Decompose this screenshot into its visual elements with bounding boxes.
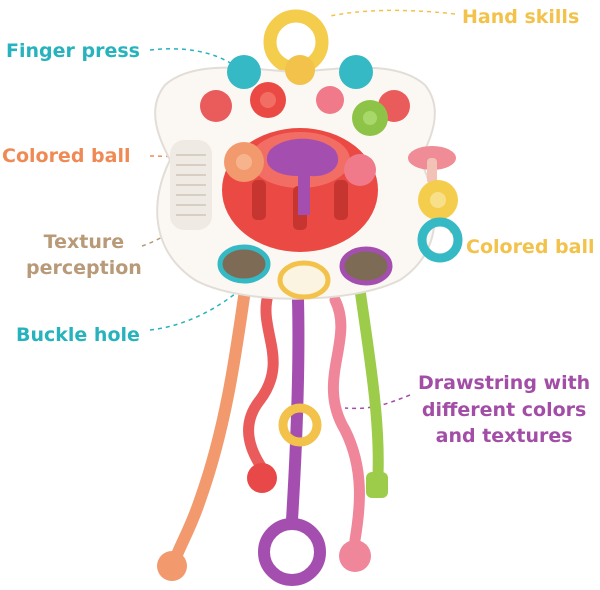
label-buckle-hole: Buckle hole	[16, 324, 140, 346]
pink-disk	[344, 154, 376, 186]
string-red	[243, 289, 279, 474]
center-slot-3	[334, 180, 348, 220]
buckle-hole-purple	[339, 246, 393, 286]
label-colored-ball-left: Colored ball	[2, 145, 131, 167]
purple-key	[266, 138, 339, 215]
label-drawstring-line2: different colors	[421, 398, 587, 421]
buckle-hole-teal	[217, 244, 271, 284]
label-texture-line1: Texture	[43, 231, 125, 253]
colored-ball-right-teal	[417, 217, 463, 263]
label-hand-skills: Hand skills	[462, 6, 580, 28]
string-purple	[286, 294, 305, 526]
center-slot-1	[252, 180, 266, 220]
callout-finger	[149, 48, 236, 67]
callout-hand	[329, 9, 456, 17]
string-end-red	[247, 463, 277, 493]
string-end-pink	[339, 540, 371, 572]
string-end-green	[366, 472, 388, 498]
string-pink	[327, 294, 365, 546]
label-drawstring-line1: Drawstring with	[418, 372, 591, 394]
label-texture-line2: perception	[26, 256, 142, 279]
buckle-hole-yellow	[277, 260, 331, 300]
label-finger-press: Finger press	[6, 40, 140, 62]
string-end-yellow-ring	[278, 403, 322, 447]
callout-buckle	[149, 289, 241, 331]
string-end-orange	[157, 551, 187, 581]
label-drawstring-line3: and textures	[435, 425, 573, 448]
texture-ridges	[176, 154, 206, 216]
label-texture-perception: Texture perception	[26, 230, 142, 281]
string-orange	[169, 284, 251, 566]
label-colored-ball-right: Colored ball	[466, 236, 595, 258]
string-end-purple-ring	[258, 518, 326, 586]
label-drawstring: Drawstring with different colors and tex…	[418, 370, 590, 450]
string-green	[354, 284, 384, 481]
